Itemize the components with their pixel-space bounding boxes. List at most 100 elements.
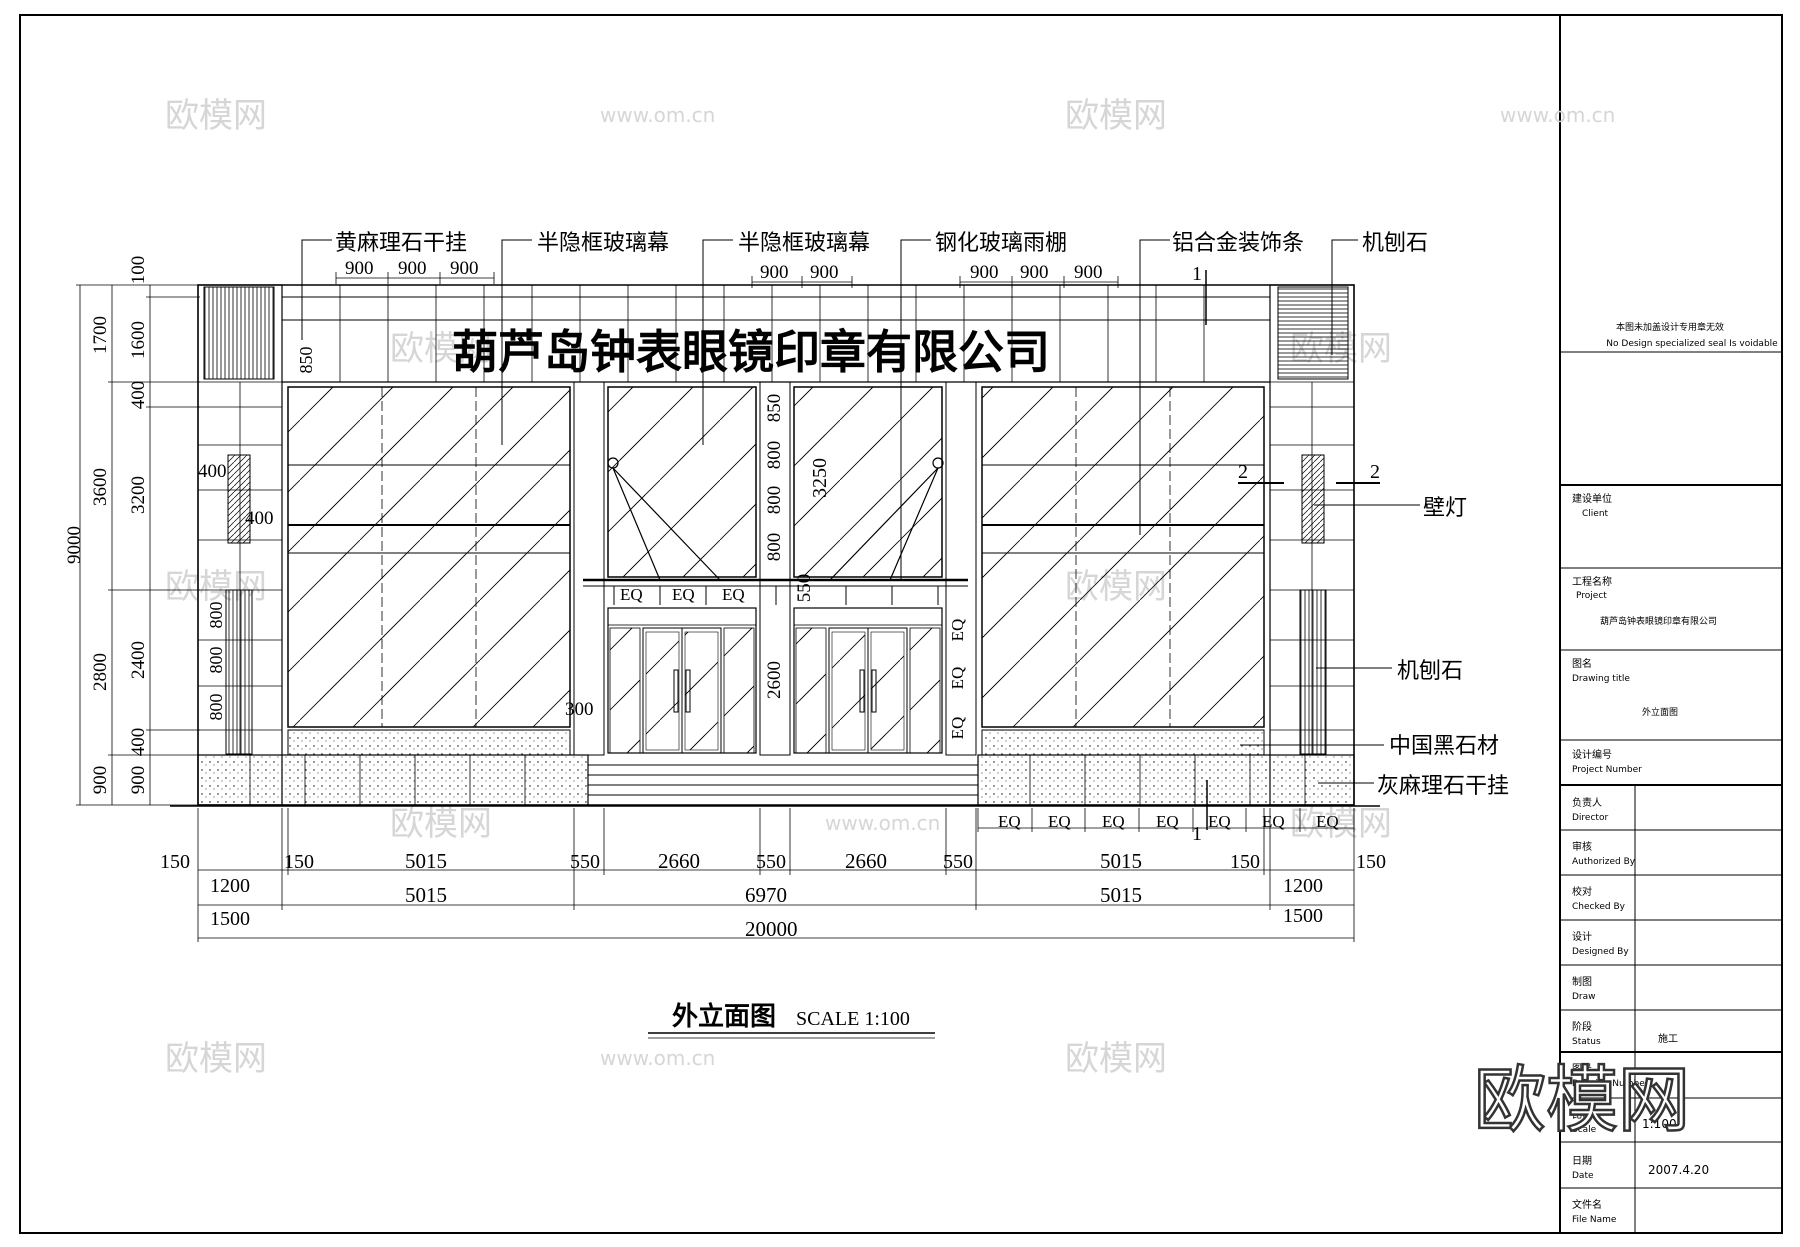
svg-text:外立面图: 外立面图 [672, 1001, 776, 1032]
svg-text:1200: 1200 [1283, 875, 1323, 897]
svg-text:550: 550 [756, 851, 786, 873]
svg-text:EQ: EQ [722, 585, 745, 604]
svg-text:100: 100 [128, 256, 149, 285]
svg-text:150: 150 [1356, 851, 1386, 873]
svg-text:2400: 2400 [128, 641, 149, 679]
svg-text:校对: 校对 [1572, 885, 1592, 898]
svg-text:Director: Director [1572, 813, 1608, 823]
svg-text:2800: 2800 [90, 653, 111, 691]
svg-text:EQ: EQ [998, 812, 1021, 831]
svg-text:比例: 比例 [1572, 1108, 1592, 1121]
svg-text:欧模网: 欧模网 [165, 1039, 267, 1079]
svg-text:EQ: EQ [1208, 812, 1231, 831]
svg-text:EQ: EQ [948, 667, 967, 690]
svg-text:2: 2 [1370, 461, 1380, 483]
svg-text:850: 850 [296, 347, 316, 374]
svg-text:半隐框玻璃幕: 半隐框玻璃幕 [738, 231, 870, 256]
svg-text:1500: 1500 [1283, 905, 1323, 927]
svg-text:EQ: EQ [948, 717, 967, 740]
drawing-title: 外立面图 SCALE 1:100 [648, 1001, 935, 1039]
svg-text:Drawing title: Drawing title [1572, 674, 1630, 684]
bottom-dim-lines [197, 808, 1355, 942]
watermark-logo: 欧模网 [1474, 1058, 1690, 1142]
svg-text:400: 400 [128, 728, 149, 757]
svg-text:www.om.cn: www.om.cn [1500, 103, 1615, 127]
svg-text:800: 800 [764, 441, 785, 470]
svg-text:图名: 图名 [1572, 657, 1592, 670]
svg-text:900: 900 [1074, 262, 1103, 283]
svg-text:制图: 制图 [1572, 975, 1592, 988]
center-dim-labels: 850 800 800 800 550 2600 3250 300 EQ EQ … [565, 394, 967, 740]
svg-text:设计: 设计 [1572, 930, 1592, 943]
svg-text:900: 900 [128, 766, 149, 795]
svg-text:EQ: EQ [1316, 812, 1339, 831]
svg-text:欧模网: 欧模网 [390, 804, 492, 844]
svg-text:800: 800 [206, 602, 226, 629]
svg-text:SCALE 1:100: SCALE 1:100 [796, 1008, 910, 1030]
svg-text:5015: 5015 [405, 849, 447, 873]
svg-text:欧模网: 欧模网 [1290, 804, 1392, 844]
svg-text:Drawing Number: Drawing Number [1572, 1079, 1649, 1089]
svg-text:3600: 3600 [90, 468, 111, 506]
svg-text:1700: 1700 [90, 316, 111, 354]
svg-text:File Name: File Name [1572, 1215, 1617, 1225]
svg-text:黄麻理石干挂: 黄麻理石干挂 [335, 231, 467, 256]
svg-text:550: 550 [570, 851, 600, 873]
svg-text:壁灯: 壁灯 [1423, 496, 1467, 521]
bottom-dim-labels: EQ EQ EQ EQ EQ EQ EQ 150 150 5015 550 26… [160, 812, 1386, 941]
svg-text:900: 900 [970, 262, 999, 283]
svg-text:Scale: Scale [1572, 1125, 1597, 1135]
svg-text:工程名称: 工程名称 [1572, 575, 1612, 588]
svg-text:Authorized By: Authorized By [1572, 857, 1636, 867]
svg-text:葫芦岛钟表眼镜印章有限公司: 葫芦岛钟表眼镜印章有限公司 [1600, 615, 1717, 627]
svg-text:400: 400 [198, 461, 227, 482]
svg-text:Project: Project [1576, 591, 1607, 601]
svg-text:www.om.cn: www.om.cn [600, 1046, 715, 1070]
svg-text:中国黑石材: 中国黑石材 [1389, 734, 1499, 759]
svg-text:400: 400 [128, 381, 149, 410]
svg-text:800: 800 [206, 647, 226, 674]
svg-text:5015: 5015 [405, 883, 447, 907]
svg-text:No Design specialized seal Is: No Design specialized seal Is voidable [1606, 339, 1778, 349]
svg-text:本图未加盖设计专用章无效: 本图未加盖设计专用章无效 [1616, 321, 1724, 333]
svg-text:400: 400 [245, 508, 274, 529]
svg-text:900: 900 [345, 258, 374, 279]
svg-text:欧模网: 欧模网 [165, 96, 267, 136]
title-block [1560, 351, 1782, 1233]
svg-text:900: 900 [450, 258, 479, 279]
svg-text:Date: Date [1572, 1171, 1594, 1181]
svg-text:灰麻理石干挂: 灰麻理石干挂 [1377, 774, 1509, 799]
svg-text:Draw: Draw [1572, 992, 1596, 1002]
svg-text:550: 550 [794, 574, 815, 603]
svg-text:150: 150 [284, 851, 314, 873]
svg-text:图号: 图号 [1572, 1063, 1592, 1075]
svg-text:铝合金装饰条: 铝合金装饰条 [1172, 231, 1304, 256]
svg-text:外立面图: 外立面图 [1642, 706, 1678, 718]
svg-text:800: 800 [764, 533, 785, 562]
svg-text:900: 900 [398, 258, 427, 279]
svg-text:负责人: 负责人 [1572, 796, 1602, 809]
svg-text:www.om.cn: www.om.cn [600, 103, 715, 127]
svg-text:EQ: EQ [620, 585, 643, 604]
svg-text:文件名: 文件名 [1572, 1198, 1602, 1211]
top-annotations [301, 239, 1358, 580]
svg-text:550: 550 [943, 851, 973, 873]
left-dim-lines [76, 284, 200, 806]
svg-text:Status: Status [1572, 1037, 1601, 1047]
svg-text:Checked By: Checked By [1572, 902, 1626, 912]
svg-text:欧模网: 欧模网 [1065, 96, 1167, 136]
svg-text:850: 850 [764, 394, 785, 423]
svg-text:Designed By: Designed By [1572, 947, 1629, 957]
svg-text:1: 1 [1192, 263, 1202, 285]
svg-text:设计编号: 设计编号 [1572, 748, 1612, 761]
svg-text:建设单位: 建设单位 [1572, 492, 1612, 505]
svg-text:EQ: EQ [1048, 812, 1071, 831]
svg-text:EQ: EQ [1102, 812, 1125, 831]
svg-text:EQ: EQ [672, 585, 695, 604]
svg-text:2600: 2600 [764, 661, 785, 699]
svg-text:Client: Client [1582, 509, 1609, 519]
title-block-text: 本图未加盖设计专用章无效 No Design specialized seal … [1572, 321, 1778, 1225]
right-annotation-labels: 壁灯 机刨石 中国黑石材 灰麻理石干挂 1 2 2 [1192, 461, 1509, 845]
svg-text:阶段: 阶段 [1572, 1020, 1592, 1033]
top-dim-labels: 900 900 900 900 900 900 900 900 [345, 258, 1103, 283]
